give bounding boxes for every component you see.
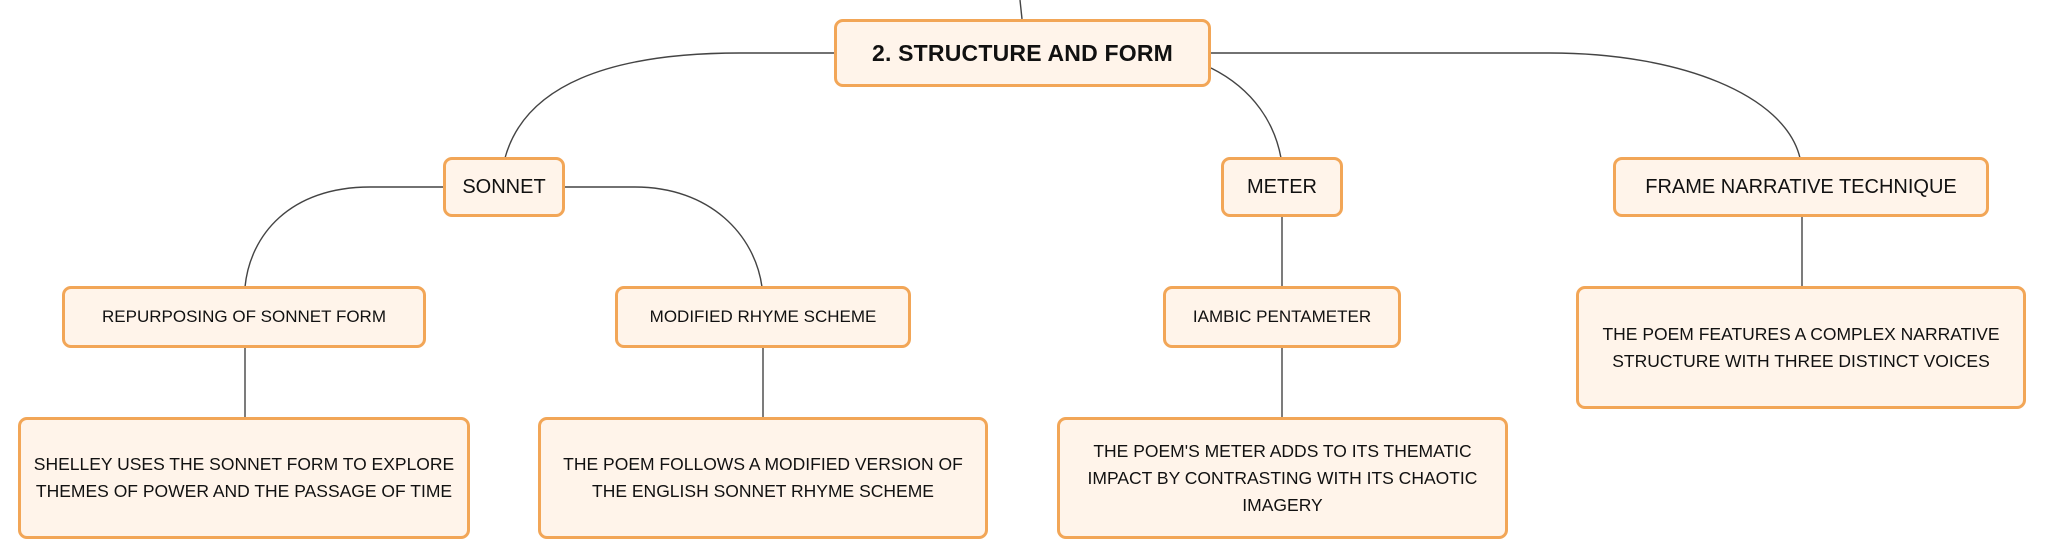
- connector-root-to-frame: [1211, 52, 1801, 159]
- node-modified-rhyme-scheme[interactable]: MODIFIED RHYME SCHEME: [615, 286, 911, 348]
- node-frame-narrative-description[interactable]: THE POEM FEATURES A COMPLEX NARRATIVE ST…: [1576, 286, 2026, 409]
- connector-root-to-sonnet: [504, 52, 834, 159]
- node-meter[interactable]: METER: [1221, 157, 1343, 217]
- connector-root-to-meter: [1210, 67, 1282, 159]
- node-repurposing-of-sonnet-form[interactable]: REPURPOSING OF SONNET FORM: [62, 286, 426, 348]
- node-sonnet[interactable]: SONNET: [443, 157, 565, 217]
- connector-parent-to-root: [1019, 0, 1023, 20]
- node-iambic-description[interactable]: THE POEM'S METER ADDS TO ITS THEMATIC IM…: [1057, 417, 1508, 539]
- node-structure-and-form[interactable]: 2. STRUCTURE AND FORM: [834, 19, 1211, 87]
- node-repurposing-description[interactable]: SHELLEY USES THE SONNET FORM TO EXPLORE …: [18, 417, 470, 539]
- connector-sonnet-to-rhyme: [565, 186, 763, 288]
- node-iambic-pentameter[interactable]: IAMBIC PENTAMETER: [1163, 286, 1401, 348]
- node-frame-narrative-technique[interactable]: FRAME NARRATIVE TECHNIQUE: [1613, 157, 1989, 217]
- node-rhyme-scheme-description[interactable]: THE POEM FOLLOWS A MODIFIED VERSION OF T…: [538, 417, 988, 539]
- connector-sonnet-to-repurposing: [244, 186, 443, 288]
